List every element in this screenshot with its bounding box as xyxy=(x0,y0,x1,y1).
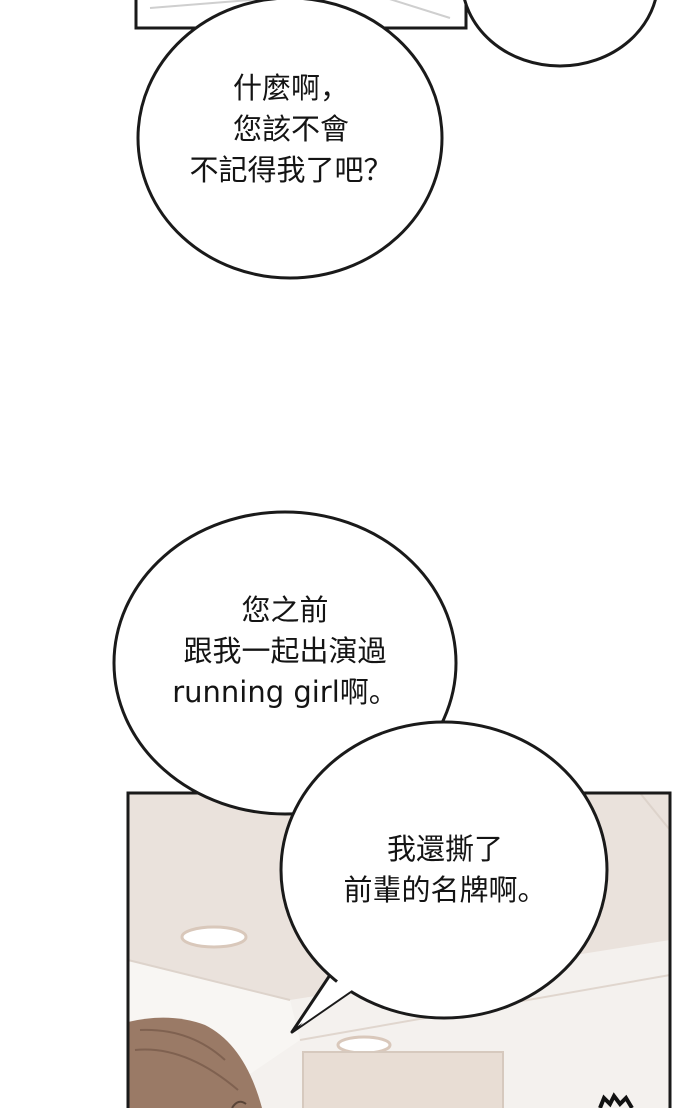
bubble-line: 什麼啊， xyxy=(232,71,349,105)
bubble-line: 您該不會 xyxy=(232,112,349,146)
bubble-line: 不記得我了吧？ xyxy=(189,153,393,187)
bubble-line: 我還撕了 xyxy=(386,832,503,866)
speech-bubble-1 xyxy=(136,0,444,280)
speech-bubble-2-text: 您之前 跟我一起出演過 running girl啊。 xyxy=(140,590,430,713)
partial-speech-bubble-top-right xyxy=(463,0,657,68)
bubble-line: running girl啊。 xyxy=(172,675,398,709)
character-hair xyxy=(128,1017,262,1108)
bubble-line: 跟我一起出演過 xyxy=(183,634,387,668)
ceiling-light xyxy=(336,1035,392,1055)
speech-bubble-3 xyxy=(279,720,609,1034)
speech-bubble-3-text: 我還撕了 前輩的名牌啊。 xyxy=(300,829,590,911)
bubble-line: 您之前 xyxy=(241,593,329,627)
speech-bubble-1-text: 什麼啊， 您該不會 不記得我了吧？ xyxy=(150,68,432,191)
sound-effect-fragment xyxy=(598,1092,634,1108)
ceiling-light xyxy=(180,925,248,949)
bubble-line: 前輩的名牌啊。 xyxy=(343,873,547,907)
